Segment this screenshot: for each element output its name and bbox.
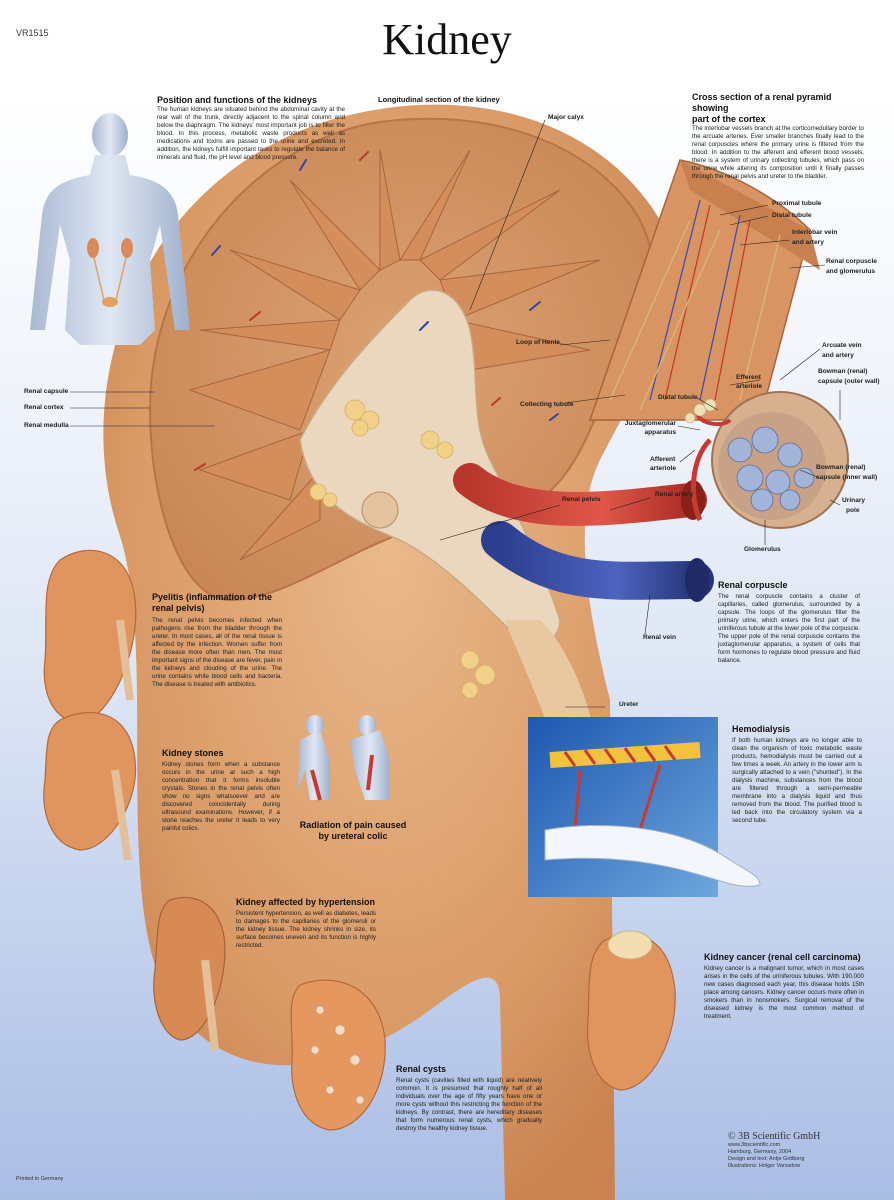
kidney-illustration [103, 104, 674, 1200]
leader-lines [70, 119, 841, 708]
cancer-text: Kidney cancer is a malignant tumor, whic… [704, 965, 864, 1020]
section-hypertension: Kidney affected by hypertension Persiste… [236, 897, 376, 950]
small-kidney-cancer [586, 930, 676, 1091]
publisher-brand: © 3B Scientific GmbH [728, 1131, 821, 1142]
pyelitis-text: The renal pelvis becomes infected when p… [152, 617, 282, 688]
cancer-heading: Kidney cancer (renal cell carcinoma) [704, 952, 861, 962]
body-back-view [30, 113, 190, 345]
publisher-place: Hamburg, Germany, 2004 [728, 1149, 792, 1155]
hemodialysis-heading: Hemodialysis [732, 724, 791, 734]
section-cross: Cross section of a renal pyramid showing… [692, 92, 864, 181]
cysts-text: Renal cysts (cavities filled with liquid… [396, 1077, 542, 1132]
label-juxta-2: apparatus [644, 429, 676, 436]
label-renal-cortex: Renal cortex [24, 404, 64, 411]
label-renal-vein: Renal vein [643, 634, 676, 641]
section-cysts: Renal cysts Renal cysts (cavities filled… [396, 1064, 542, 1133]
pyelitis-heading-2: renal pelvis) [152, 603, 205, 613]
section-position: Position and functions of the kidneys Th… [157, 95, 345, 162]
section-pyelitis: Pyelitis (inflammation of the renal pelv… [152, 592, 282, 689]
product-code: VR1515 [16, 28, 49, 38]
label-collecting-tubule: Collecting tubule [520, 401, 574, 408]
label-bowman-inner-1: Bowman (renal) [816, 464, 866, 471]
label-afferent-2: arteriole [650, 465, 677, 472]
position-heading: Position and functions of the kidneys [157, 95, 318, 105]
label-afferent-1: Afferent [650, 456, 676, 463]
pyelitis-heading-1: Pyelitis (inflammation of the [152, 592, 273, 602]
stones-heading: Kidney stones [162, 748, 224, 758]
label-renal-medulla: Renal medulla [24, 422, 69, 429]
label-urinary-pole-1: Urinary [842, 497, 866, 504]
label-efferent-2: arteriole [736, 383, 763, 390]
small-kidney-hypertension [153, 896, 226, 1051]
label-arcuate-2: and artery [822, 352, 854, 359]
label-proximal-tubule: Proximal tubule [772, 200, 822, 207]
publisher-website: www.3bscientific.com [728, 1142, 781, 1148]
label-corpuscle-glom-1: Renal corpuscle [826, 258, 877, 265]
small-kidney-stones [43, 711, 137, 861]
label-renal-capsule: Renal capsule [24, 388, 69, 395]
radiation-heading-2: by ureteral colic [318, 831, 388, 841]
pyramid-cross-section [588, 159, 820, 421]
label-ureter: Ureter [619, 701, 639, 708]
renal-corpuscle-detail [684, 391, 849, 529]
printed-note: Printed in Germany [16, 1176, 64, 1182]
label-bowman-outer-2: capsule (outer wall) [818, 378, 880, 385]
label-loop-of-henle: Loop of Henle [516, 339, 560, 346]
section-corpuscle: Renal corpuscle The renal corpuscle cont… [718, 580, 860, 665]
publisher-illustrations: Illustrations: Holger Vanselow [728, 1163, 801, 1169]
publisher-design: Design and text: Antje Gottberg [728, 1156, 805, 1162]
hemodialysis-text: If both human kidneys are no longer able… [732, 737, 862, 824]
cysts-heading: Renal cysts [396, 1064, 447, 1074]
label-renal-artery: Renal artery [655, 491, 694, 498]
renal-vessels [453, 463, 714, 602]
label-arcuate-1: Arcuate vein [822, 342, 862, 349]
section-hemodialysis: Hemodialysis If both human kidneys are n… [732, 724, 862, 825]
stones-text: Kidney stones form when a substance occu… [162, 761, 280, 832]
label-efferent-1: Efferent [736, 374, 761, 381]
label-bowman-outer-1: Bowman (renal) [818, 368, 868, 375]
radiation-heading-1: Radiation of pain caused [299, 820, 407, 830]
label-distal-tubule-top: Distal tubule [772, 212, 812, 219]
section-cancer: Kidney cancer (renal cell carcinoma) Kid… [704, 952, 864, 1021]
label-urinary-pole-2: pole [846, 507, 860, 514]
cross-heading-1: Cross section of a renal pyramid showing [692, 92, 832, 113]
label-renal-pelvis: Renal pelvis [562, 496, 601, 503]
cross-text: The interlobar vessels branch at the cor… [692, 125, 864, 180]
label-interlobar-1: Interlobar vein [792, 229, 838, 236]
label-glomerulus: Glomerulus [744, 546, 781, 553]
small-kidney-cysts [290, 979, 386, 1131]
publisher-block: © 3B Scientific GmbH www.3bscientific.co… [728, 1131, 858, 1170]
hemodialysis-inset [528, 717, 761, 897]
corpuscle-heading: Renal corpuscle [718, 580, 788, 590]
small-kidney-pyelitis [43, 549, 137, 723]
hypertension-text: Persistent hypertension, as well as diab… [236, 910, 376, 949]
cross-heading-2: part of the cortex [692, 114, 766, 124]
label-corpuscle-glom-2: and glomerulus [826, 268, 876, 275]
hypertension-heading: Kidney affected by hypertension [236, 897, 376, 907]
position-text: The human kidneys are situated behind th… [157, 106, 345, 161]
poster-title: Kidney [382, 15, 512, 64]
label-distal-tubule: Distal tubule [658, 394, 698, 401]
label-bowman-inner-2: capsule (inner wall) [816, 474, 878, 481]
label-interlobar-2: and artery [792, 239, 824, 246]
longitudinal-heading: Longitudinal section of the kidney [378, 95, 500, 104]
section-radiation: Radiation of pain caused by ureteral col… [288, 820, 418, 842]
section-stones: Kidney stones Kidney stones form when a … [162, 748, 280, 833]
corpuscle-text: The renal corpuscle contains a cluster o… [718, 593, 860, 664]
label-juxta-1: Juxtaglomerular [624, 420, 676, 427]
label-major-calyx: Major calyx [548, 114, 584, 121]
pain-radiation-figures [298, 715, 390, 801]
